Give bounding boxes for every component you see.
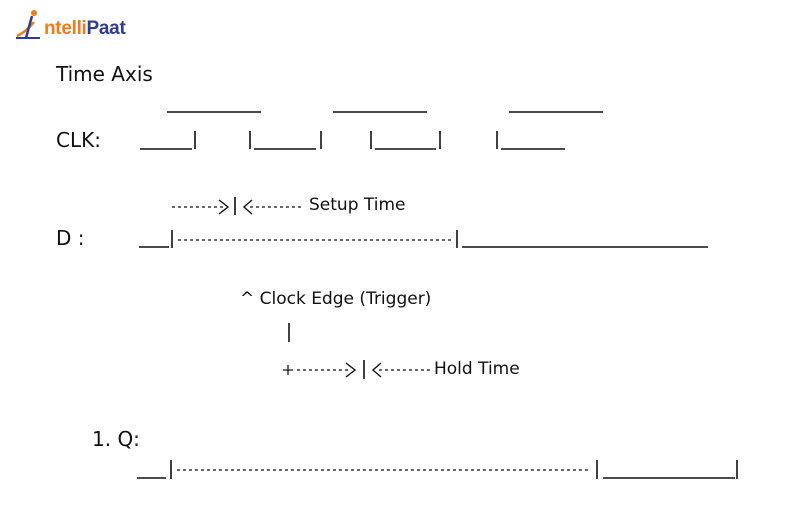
logo-figure-icon: [16, 10, 40, 39]
d-label: D :: [56, 226, 85, 250]
setup-arrow-right-head: [218, 199, 230, 215]
logo-text-paat: Paat: [86, 18, 126, 39]
clock-edge-label: ^ Clock Edge (Trigger): [240, 289, 432, 309]
logo-wordmark: ntelliPaat: [44, 18, 126, 40]
time-axis-label: Time Axis: [56, 62, 153, 86]
intellipaat-logo: ntelliPaat: [14, 8, 126, 42]
setup-time-label: Setup Time: [309, 195, 406, 215]
hold-time-label: Hold Time: [434, 359, 520, 379]
hold-arrow-left-head: [371, 362, 382, 378]
logo-text-intelli: ntelli: [44, 18, 87, 39]
clk-label: CLK:: [56, 128, 101, 152]
hold-arrow-right-head: [345, 362, 357, 378]
setup-arrow-left-head: [242, 199, 253, 215]
q-label: 1. Q:: [92, 427, 140, 451]
